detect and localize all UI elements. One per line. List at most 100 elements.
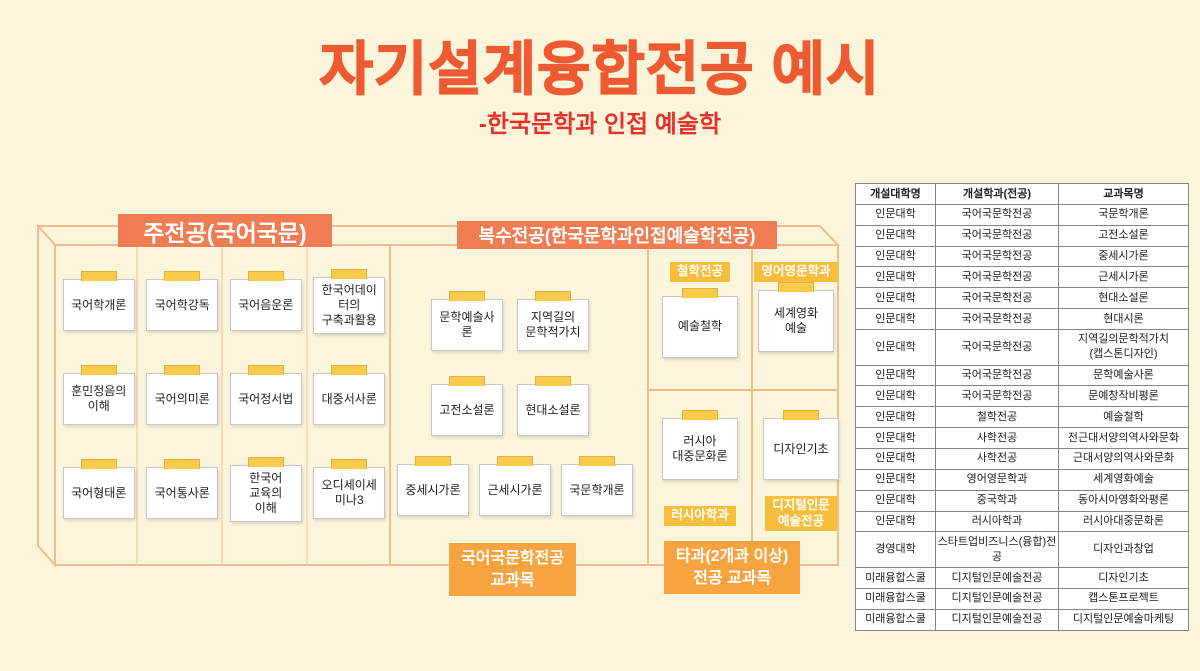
table-cell: 근세시가론 [1058, 266, 1189, 289]
table-cell: 인문대학 [855, 245, 936, 268]
table-cell: 사학전공 [935, 447, 1059, 470]
table-cell: 미래융합스쿨 [855, 567, 936, 589]
table-cell: 중세시가론 [1058, 245, 1189, 268]
table-cell: 동아시아영화와평론 [1058, 489, 1189, 512]
course-card-label: 국어학강독 [154, 297, 210, 312]
course-card-label: 현대소설론 [525, 402, 581, 417]
double-major-footer-label: 국어국문학전공 교과목 [449, 543, 577, 597]
table-cell: 인문대학 [855, 328, 936, 366]
table-cell: 고전소설론 [1058, 224, 1189, 247]
course-card: 국어의미론 [146, 365, 219, 425]
quadrant-philosophy: 철학전공 예술철학 [656, 262, 744, 358]
shelf-box-outline [35, 223, 841, 568]
course-card-label: 세계영화 예술 [773, 305, 819, 335]
card-tab [247, 271, 284, 281]
box-left-face [37, 223, 56, 568]
course-card: 한국어데이터의 구축과활용 [313, 268, 386, 334]
table-cell: 인문대학 [855, 468, 936, 491]
card-tab [164, 459, 201, 469]
other-depts-footer-label: 타과(2개과 이상) 전공 교과목 [664, 541, 801, 595]
table-cell: 미래융합스쿨 [855, 608, 936, 631]
course-card: 러시아 대중문화론 [662, 410, 738, 480]
card-tab [164, 271, 201, 281]
card-tab [164, 365, 201, 375]
dept-label-russian: 러시아학과 [664, 506, 736, 526]
course-card: 지역길의 문학적가치 [517, 291, 589, 351]
course-card-label: 국문학개론 [569, 482, 625, 497]
card-tab [80, 459, 117, 469]
course-card: 국어형태론 [62, 459, 135, 519]
card-tab [535, 376, 571, 386]
table-header-cell: 교과목명 [1058, 183, 1189, 205]
card-tab [579, 456, 615, 466]
table-cell: 예술철학 [1058, 406, 1189, 429]
table-cell: 근대서양의역사와문화 [1058, 447, 1189, 470]
table-cell: 사학전공 [935, 427, 1059, 449]
table-cell: 국어국문학전공 [935, 308, 1059, 330]
page-subtitle: -한국문학과 인접 예술학 [478, 111, 722, 138]
card-tab [682, 287, 718, 298]
table-cell: 인문대학 [855, 427, 936, 449]
table-cell: 국어국문학전공 [935, 328, 1059, 366]
course-card: 국어통사론 [146, 459, 219, 519]
card-tab [778, 281, 814, 292]
card-tab [80, 271, 117, 281]
table-cell: 디지털인문예술전공 [935, 608, 1059, 631]
table-cell: 국어국문학전공 [935, 385, 1059, 408]
card-tab [535, 291, 571, 301]
table-cell: 인문대학 [855, 510, 936, 533]
table-cell: 국어국문학전공 [935, 224, 1059, 247]
table-cell: 지역길의문학적가치 (캡스톤디자인) [1058, 328, 1189, 366]
course-card-label: 대중서사론 [321, 391, 377, 406]
course-card-label: 디자인기초 [773, 441, 829, 456]
table-cell: 현대소설론 [1058, 287, 1189, 310]
course-card: 문학예술사론 [431, 291, 503, 351]
card-tab [331, 268, 368, 279]
course-card: 한국어 교육의 이해 [229, 456, 302, 522]
course-card: 국어학개론 [62, 271, 135, 331]
table-cell: 경영대학 [855, 531, 936, 569]
card-tab [247, 365, 284, 375]
course-card: 오디세이세미나3 [313, 459, 386, 519]
card-tab [682, 410, 718, 420]
table-cell: 인문대학 [855, 406, 936, 429]
table-cell: 국어국문학전공 [935, 245, 1059, 268]
course-card-label: 오디세이세미나3 [321, 478, 377, 507]
card-tab [415, 456, 451, 466]
course-card: 근세시가론 [479, 456, 551, 516]
course-card: 국어학강독 [146, 271, 219, 331]
quadrant-digital-humanities: 디자인기초 디지털인문 예술전공 [756, 410, 846, 532]
table-cell: 디지털인문예술전공 [935, 587, 1059, 610]
table-cell: 영어영문학과 [935, 468, 1059, 491]
course-card-label: 국어통사론 [154, 485, 210, 500]
course-card: 대중서사론 [313, 365, 386, 425]
table-cell: 국어국문학전공 [935, 266, 1059, 289]
box-front-face [54, 244, 839, 566]
course-card: 디자인기초 [763, 410, 839, 480]
table-cell: 인문대학 [855, 203, 936, 226]
course-card-label: 러시아 대중문화론 [672, 434, 728, 463]
course-card-label: 근세시가론 [487, 482, 543, 497]
table-cell: 스타트업비즈니스(융합)전공 [935, 531, 1059, 569]
card-tab [497, 456, 533, 466]
table-cell: 러시아학과 [935, 510, 1059, 533]
table-header-cell: 개설학과(전공) [935, 183, 1059, 205]
main-major-header: 주전공(국어국문) [118, 214, 332, 247]
